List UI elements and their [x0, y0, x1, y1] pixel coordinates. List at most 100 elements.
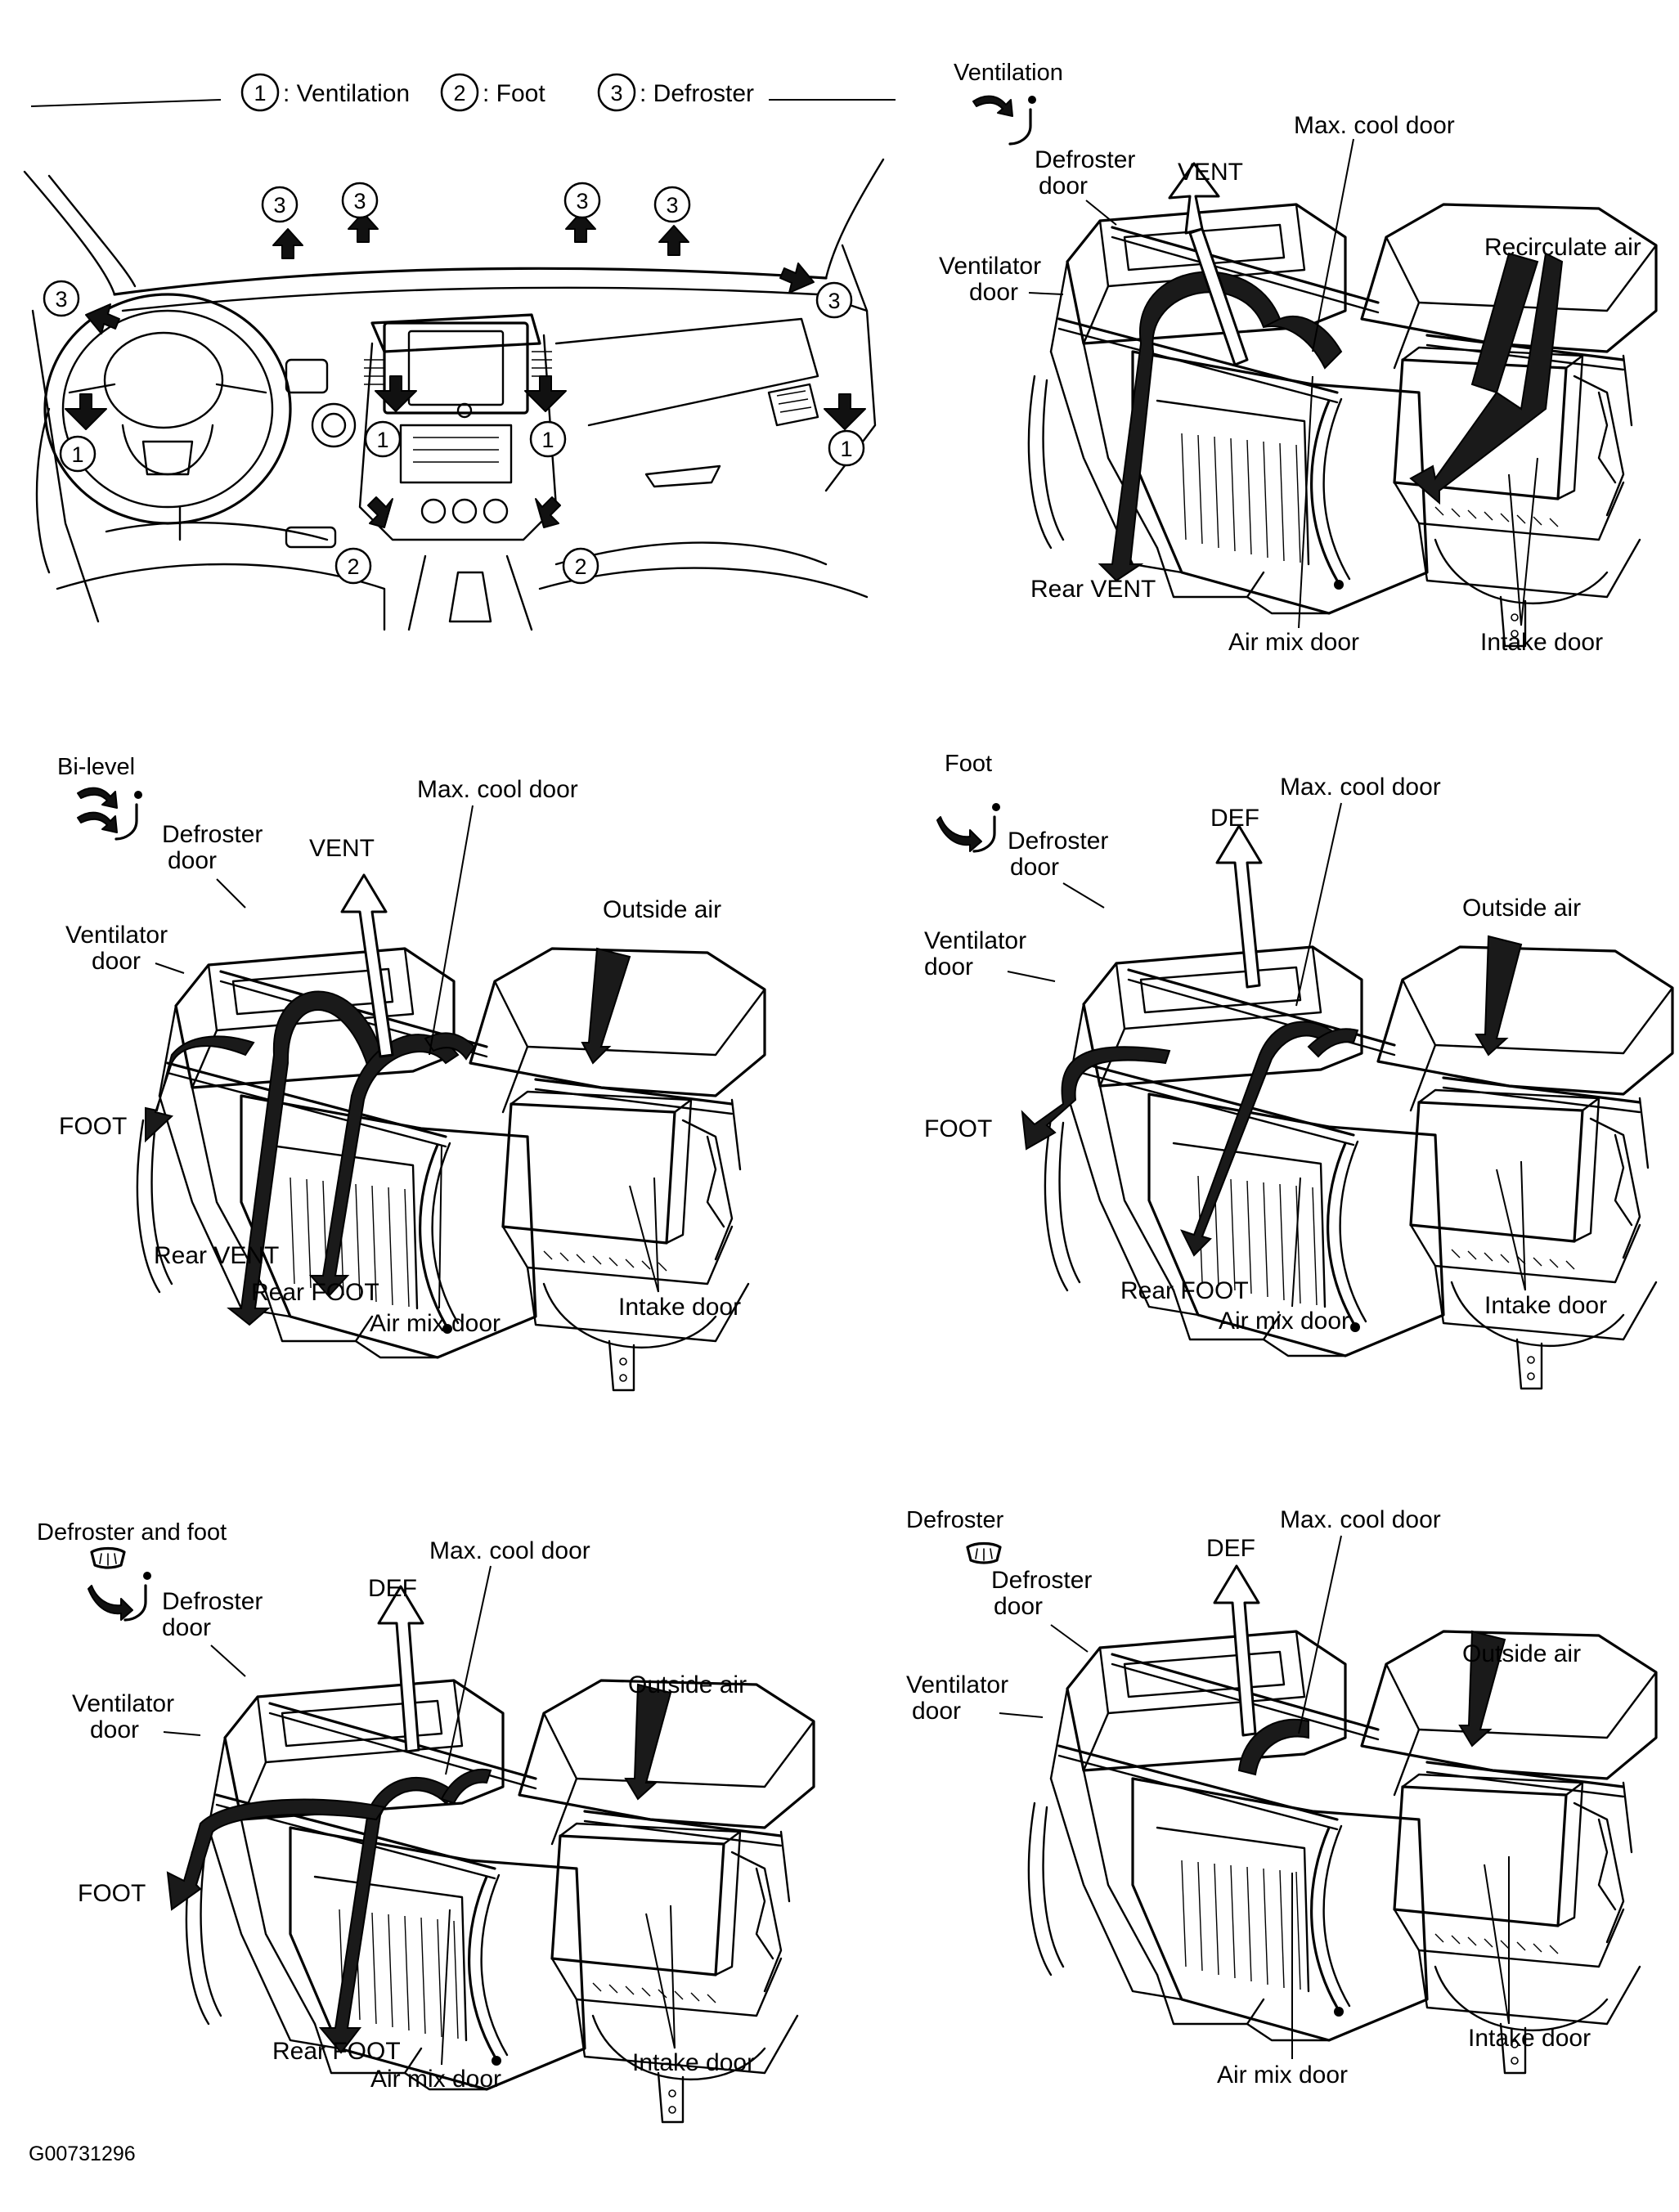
outlet-number: 3: [55, 287, 67, 312]
defrost-side-arrow-icon: [85, 303, 120, 334]
outlet-number-circle-icon: [828, 429, 865, 467]
outside-air-airflow: [581, 947, 631, 1065]
foot-arrow-icon: [535, 496, 561, 528]
vent-arrow-icon: [824, 393, 866, 430]
figure-code: G00731296: [29, 2142, 136, 2165]
max-cool-door-label: Max. cool door: [429, 1537, 590, 1564]
intake-door-label: Intake door: [1480, 629, 1603, 656]
foot-airflow: [1021, 1046, 1171, 1151]
rear-foot-airflow: [318, 1777, 460, 2054]
air-mix-door-label: Air mix door: [370, 1310, 501, 1337]
outlet-number-circle-icon: [653, 186, 691, 223]
rear-vent-label: Rear VENT: [1030, 576, 1156, 603]
foot-airflow: [145, 1035, 255, 1143]
dashboard-illustration: [23, 158, 885, 631]
rear-foot-airflow: [308, 1034, 460, 1298]
center-stack: [358, 313, 558, 541]
vent-label: VENT: [1178, 159, 1243, 186]
foot-arrow-icon: [367, 496, 393, 528]
outlet-number-circle-icon: [529, 420, 567, 458]
air-mix-door-label: Air mix door: [1219, 1308, 1349, 1335]
outlet-number-circle-icon: [563, 182, 601, 219]
outlet-number-circle-icon: [334, 547, 372, 585]
outlet-number-circle-icon: [341, 182, 379, 219]
foot-label: FOOT: [924, 1115, 992, 1142]
legend-number-circle-icon: [597, 73, 636, 112]
intake-door-label: Intake door: [1468, 2025, 1591, 2052]
air-source-label: Outside air: [1462, 1640, 1581, 1667]
legend-item-ventilation: 1 : Ventilation: [240, 73, 410, 112]
outlet-number-circle-icon: [261, 186, 299, 223]
legend-item-defroster: 3 : Defroster: [597, 73, 754, 112]
air-mix-door-label: Air mix door: [1228, 629, 1359, 656]
max-cool-door-label: Max. cool door: [1280, 1506, 1441, 1533]
defrost-airflow: [1237, 1718, 1309, 1776]
mode-title: Foot: [945, 751, 992, 777]
mode-title: Defroster: [906, 1507, 1004, 1533]
defroster-glyph-icon: [90, 1546, 126, 1569]
outlet-number-circle-icon: [59, 435, 97, 473]
foot-airflow: [166, 1798, 386, 1911]
legend-label: : Ventilation: [283, 80, 410, 107]
vent-open-arrow-icon: [340, 873, 394, 1058]
def-label: DEF: [1210, 805, 1259, 832]
rear-foot-airflow: [1180, 1021, 1343, 1257]
foot-label: FOOT: [59, 1113, 127, 1140]
outlet-number: 3: [666, 193, 678, 218]
intake-door-label: Intake door: [1484, 1292, 1607, 1319]
outlet-number: 1: [71, 442, 83, 467]
defroster-foot-mode-icon: [87, 1570, 153, 1622]
foot-mode-icon: [936, 801, 1002, 853]
legend-number: 1: [254, 81, 266, 105]
max-cool-door-label: Max. cool door: [1280, 774, 1441, 801]
air-mix-door-label: Air mix door: [1217, 2062, 1348, 2089]
vent-arrow-icon: [524, 375, 567, 412]
air-source-label: Outside air: [1462, 895, 1581, 922]
legend-label: : Foot: [483, 80, 545, 107]
legend-item-foot: 2 : Foot: [440, 73, 545, 112]
rear-vent-label: Rear VENT: [154, 1242, 279, 1269]
air-source-label: Outside air: [603, 896, 721, 923]
outlet-number: 2: [347, 554, 359, 579]
outlet-number: 3: [353, 189, 366, 213]
outlet-number: 3: [273, 193, 285, 218]
def-label: DEF: [1206, 1535, 1255, 1562]
bilevel-mode-icon: [76, 786, 144, 841]
rear-vent-airflow: [227, 990, 386, 1326]
outlet-number-circle-icon: [562, 547, 599, 585]
rear-foot-label: Rear FOOT: [251, 1279, 379, 1306]
outlet-number: 3: [828, 289, 840, 313]
def-open-arrow-icon: [1215, 824, 1263, 989]
rear-foot-label: Rear FOOT: [272, 2038, 401, 2065]
rear-foot-label: Rear FOOT: [1120, 1277, 1249, 1304]
defrost-arrow-icon: [272, 228, 303, 259]
outside-air-airflow: [1458, 1630, 1506, 1748]
vent-label: VENT: [309, 835, 375, 862]
outlet-number: 1: [376, 428, 388, 452]
legend-number-circle-icon: [240, 73, 280, 112]
intake-door-label: Intake door: [618, 1294, 741, 1321]
intake-door-label: Intake door: [632, 2049, 755, 2076]
outlet-number: 2: [574, 554, 586, 579]
defrost-side-arrow-icon: [779, 262, 815, 294]
outlet-number-circle-icon: [364, 420, 402, 458]
mode-title: Ventilation: [954, 60, 1063, 86]
air-mix-door-label: Air mix door: [370, 2066, 501, 2093]
legend-number: 3: [610, 81, 622, 105]
mode-title: Defroster and foot: [37, 1519, 227, 1546]
ventilation-mode-icon: [972, 94, 1038, 146]
outside-air-airflow: [1475, 935, 1523, 1057]
outlet-number-circle-icon: [815, 281, 853, 319]
